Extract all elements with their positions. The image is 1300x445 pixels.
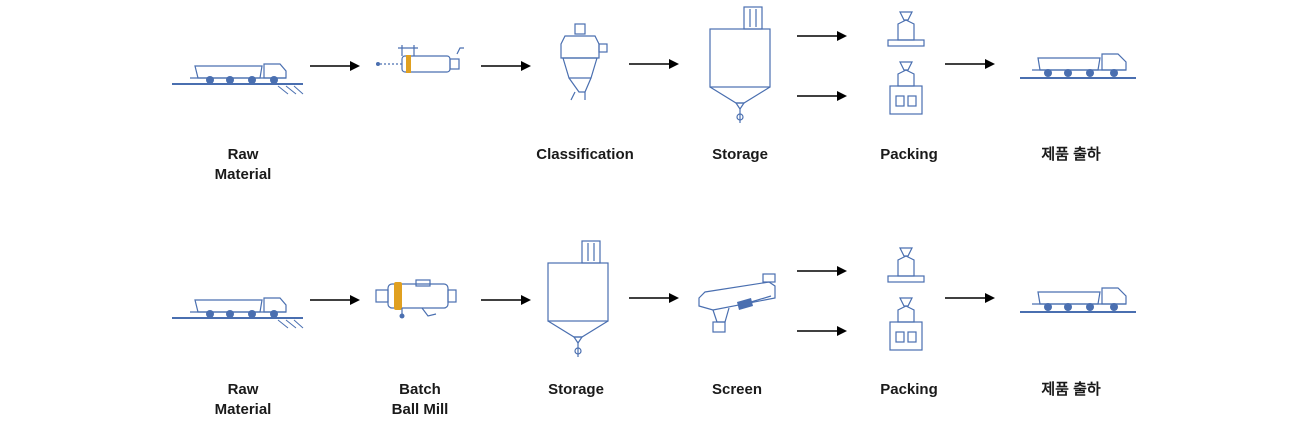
- truck-icon: [170, 40, 305, 100]
- packing-label: Packing: [880, 146, 938, 163]
- storage-label: Storage: [712, 146, 768, 163]
- truck-icon: [1018, 40, 1138, 100]
- ball-mill-icon: [372, 276, 462, 326]
- bag-packer-icon: [884, 246, 928, 356]
- flow-arrow: [629, 292, 679, 304]
- batch-ball-mill-label: Batch Ball Mill: [391, 381, 449, 418]
- raw-material-label: Raw Material: [214, 381, 272, 418]
- truck-icon: [170, 274, 305, 334]
- silo-icon: [546, 239, 611, 364]
- flow-arrow: [945, 58, 995, 70]
- flow-arrow: [797, 265, 847, 277]
- bag-packer-icon: [884, 10, 928, 120]
- flow-arrow: [797, 325, 847, 337]
- flow-arrow: [797, 90, 847, 102]
- storage-label: Storage: [548, 381, 604, 398]
- flow-arrow: [629, 58, 679, 70]
- classification-label: Classification: [536, 146, 634, 163]
- flow-arrow: [310, 294, 360, 306]
- truck-icon: [1018, 274, 1138, 334]
- process-row-1: Raw Material Classification: [0, 0, 1300, 211]
- screen-label: Screen: [711, 381, 763, 398]
- flow-arrow: [945, 292, 995, 304]
- process-row-2: Raw Material Batch Ball Mill: [0, 234, 1300, 445]
- classifier-icon: [555, 22, 615, 104]
- product-shipping-label: 제품 출하: [1041, 381, 1101, 398]
- packing-label: Packing: [880, 381, 938, 398]
- raw-material-label: Raw Material: [214, 146, 272, 183]
- pulverizer-icon: [372, 42, 467, 82]
- flow-arrow: [481, 60, 531, 72]
- silo-icon: [708, 5, 773, 130]
- flow-arrow: [797, 30, 847, 42]
- flow-arrow: [310, 60, 360, 72]
- flow-arrow: [481, 294, 531, 306]
- product-shipping-label: 제품 출하: [1041, 146, 1101, 163]
- vibrating-screen-icon: [695, 272, 780, 342]
